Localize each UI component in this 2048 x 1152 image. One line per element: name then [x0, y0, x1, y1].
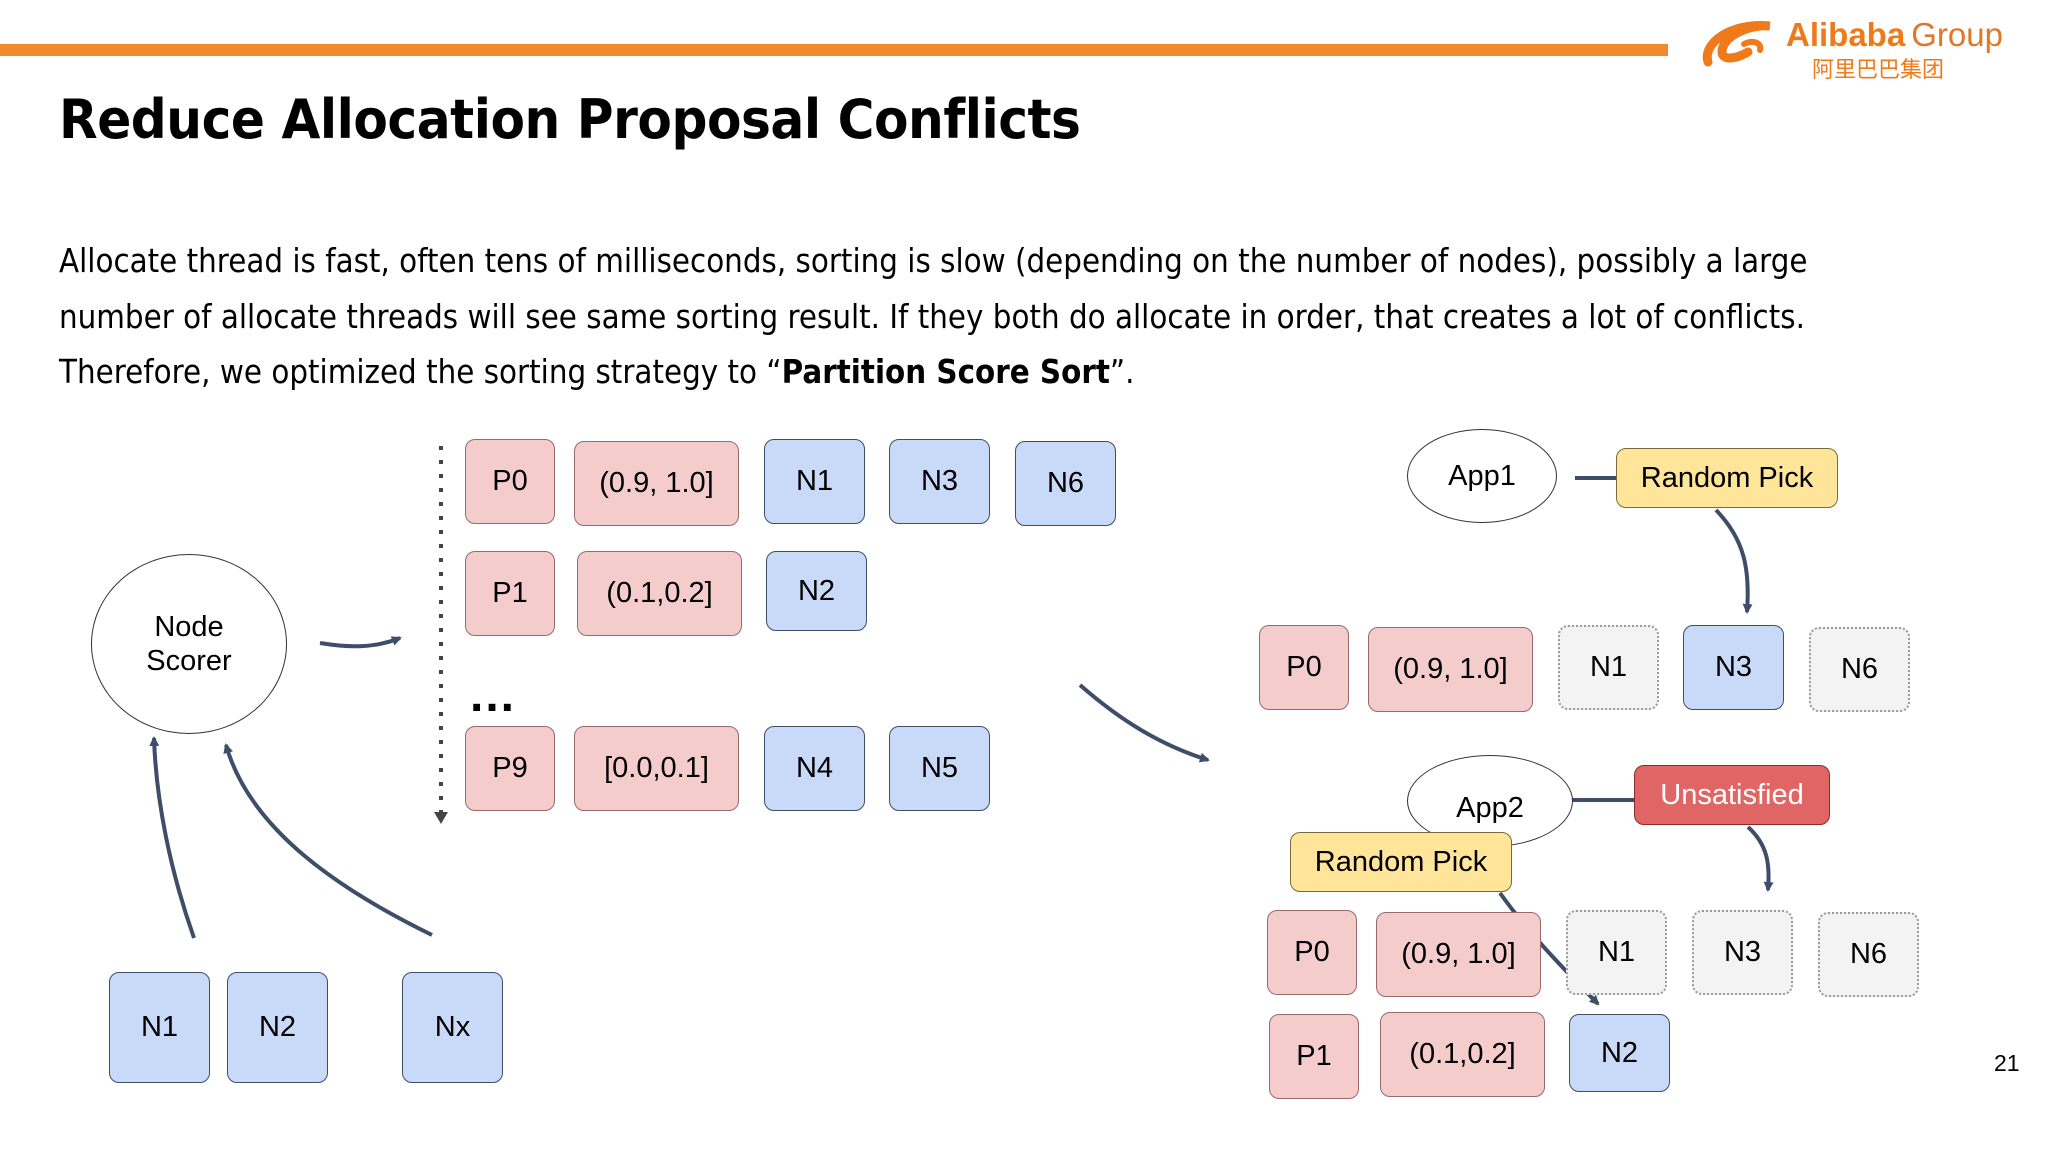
app2-label: App2	[1456, 792, 1524, 824]
slide-title: Reduce Allocation Proposal Conflicts	[59, 88, 1081, 151]
partition-p0: P0	[465, 439, 555, 524]
input-node-n1: N1	[109, 972, 210, 1083]
app2-partition-p0-range: (0.9, 1.0]	[1376, 912, 1541, 997]
app1-partition-p0: P0	[1259, 625, 1349, 710]
arrow-scorer-to-partitions	[319, 636, 402, 649]
arrow-n1-to-scorer	[149, 736, 196, 939]
slide-paragraph: Allocate thread is fast, often tens of m…	[59, 234, 1979, 401]
arrow-random-pick-to-n3	[1714, 508, 1753, 614]
partition-p0-node-n1: N1	[764, 439, 865, 524]
app2-partition-p1-range: (0.1,0.2]	[1380, 1012, 1545, 1097]
input-node-nx: Nx	[402, 972, 503, 1083]
alibaba-swoosh-icon	[1702, 21, 1771, 67]
app1-node-n6-taken: N6	[1809, 627, 1910, 712]
page-number: 21	[1994, 1050, 2020, 1076]
partition-score-sort-term: Partition Score Sort	[781, 353, 1110, 391]
partition-ellipsis: ...	[470, 669, 517, 722]
node-scorer-label: Node Scorer	[146, 611, 232, 677]
arrow-partitions-to-apps	[1078, 683, 1210, 763]
app2-random-pick: Random Pick	[1290, 832, 1512, 892]
paragraph-line-2: number of allocate threads will see same…	[59, 297, 1805, 336]
partition-p0-node-n3: N3	[889, 439, 990, 524]
partition-p9-range: [0.0,0.1]	[574, 726, 739, 811]
arrow-unsatisfied-to-n3	[1746, 825, 1774, 892]
arrow-nx-to-scorer	[223, 743, 433, 937]
app1-node-n1-taken: N1	[1558, 625, 1659, 710]
app1-random-pick: Random Pick	[1616, 448, 1838, 508]
partition-p1-range: (0.1,0.2]	[577, 551, 742, 636]
partition-p9-node-n5: N5	[889, 726, 990, 811]
app2-partition-p1: P1	[1269, 1014, 1359, 1099]
app2-node-n3-taken: N3	[1692, 910, 1793, 995]
paragraph-line-1: Allocate thread is fast, often tens of m…	[59, 242, 1808, 280]
header-accent-bar	[0, 44, 1668, 56]
app1-node-n3-picked: N3	[1683, 625, 1784, 710]
partition-p1-node-n2: N2	[766, 551, 867, 631]
app2-unsatisfied-badge: Unsatisfied	[1634, 765, 1830, 825]
app2-node-n2-picked: N2	[1569, 1014, 1670, 1092]
app2-partition-p0: P0	[1267, 910, 1357, 995]
partition-p9-node-n4: N4	[764, 726, 865, 811]
app2-node-n6-taken: N6	[1818, 912, 1919, 997]
app1-partition-p0-range: (0.9, 1.0]	[1368, 627, 1533, 712]
partition-p1: P1	[465, 551, 555, 636]
logo-chinese-text: 阿里巴巴集团	[1812, 57, 1945, 82]
app2-node-n1-taken: N1	[1566, 910, 1667, 995]
partition-p0-range: (0.9, 1.0]	[574, 441, 739, 526]
app1-label: App1	[1448, 460, 1516, 492]
input-node-n2: N2	[227, 972, 328, 1083]
paragraph-line-3: Therefore, we optimized the sorting stra…	[59, 353, 1135, 391]
partition-p0-node-n6: N6	[1015, 441, 1116, 526]
sort-order-arrowhead	[434, 812, 448, 824]
app1-ellipse: App1	[1407, 429, 1557, 523]
node-scorer: Node Scorer	[91, 554, 287, 734]
partition-p9: P9	[465, 726, 555, 811]
